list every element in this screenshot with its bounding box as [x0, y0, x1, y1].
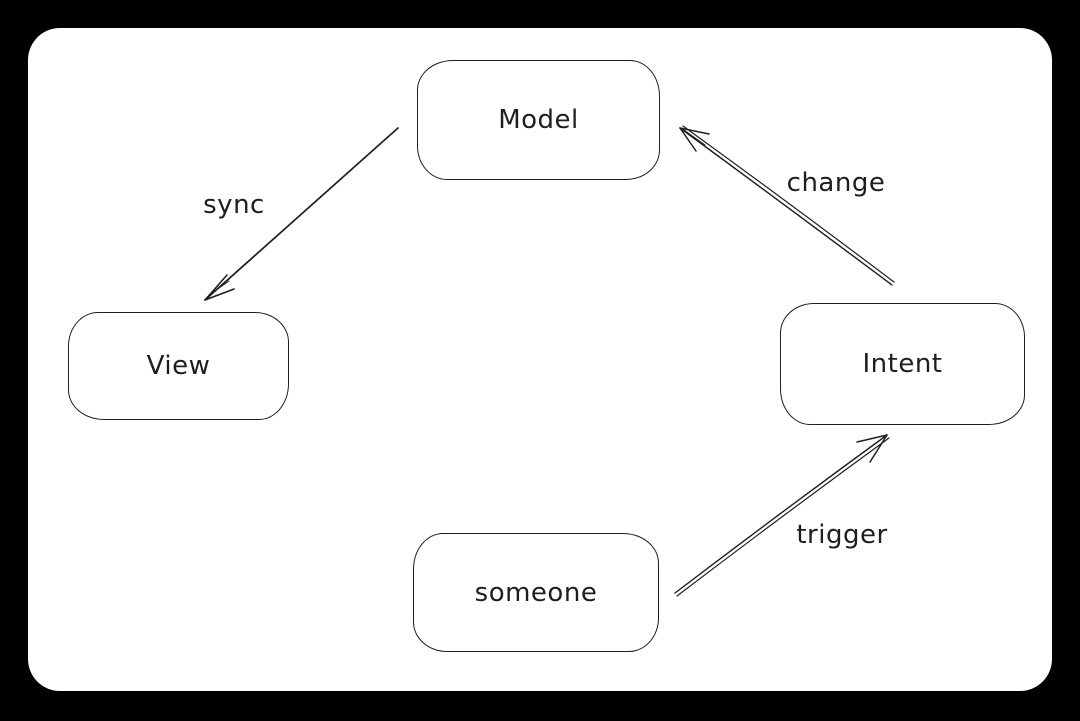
- edge-change-label: change: [786, 168, 886, 198]
- node-model-label: Model: [498, 105, 579, 135]
- diagram-canvas: Model View Intent someone sync change tr…: [28, 28, 1052, 691]
- node-someone: someone: [413, 533, 659, 652]
- edge-change-arrow: [679, 125, 895, 286]
- node-model: Model: [417, 60, 660, 180]
- node-view: View: [68, 312, 289, 420]
- edge-sync-label: sync: [203, 190, 265, 220]
- edge-trigger-arrow: [674, 434, 890, 597]
- node-someone-label: someone: [474, 577, 598, 608]
- node-intent-label: Intent: [862, 349, 943, 379]
- edge-trigger-label: trigger: [796, 520, 888, 550]
- node-intent: Intent: [780, 303, 1025, 425]
- node-view-label: View: [146, 351, 211, 381]
